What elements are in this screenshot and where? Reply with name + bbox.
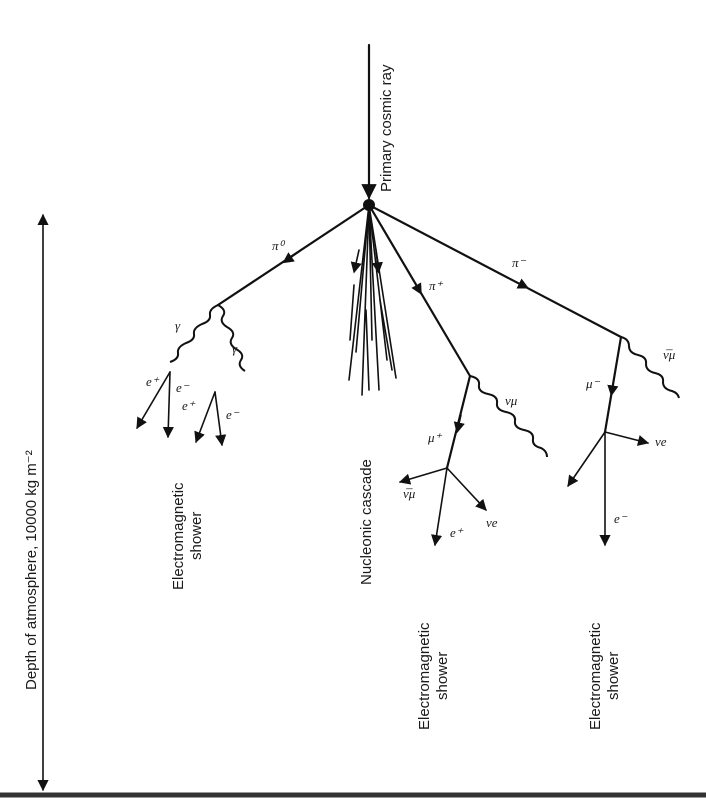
nu-mu-bar-symbol-right: ν̅μ (663, 347, 676, 362)
nu-mu-bar-track (398, 467, 448, 485)
left-eplus-track (136, 371, 171, 429)
pi-minus-symbol: π⁻ (512, 255, 527, 270)
nu-mu-symbol: νμ (505, 393, 518, 408)
gamma-right-wave (217, 304, 246, 372)
nucleonic-cascade-tracks (348, 204, 397, 396)
mu-plus-arrow (453, 414, 465, 434)
right-eminus-track (214, 391, 227, 447)
eplus-mid-symbol: e⁺ (450, 525, 464, 540)
em-shower-right-line2: shower (605, 652, 622, 700)
em-shower-left-line2: shower (188, 512, 205, 560)
nu-e-right-symbol: νe (655, 434, 667, 449)
nu-mu-bar-symbol: ν̅μ (403, 486, 416, 501)
pi-plus-arrow (410, 275, 422, 295)
mu-plus-track (445, 374, 472, 470)
mu-plus-symbol: μ⁺ (427, 430, 443, 445)
gamma-left-wave (169, 304, 219, 363)
gamma-left-symbol: γ (175, 318, 181, 333)
left-eplus-symbol: e⁺ (146, 374, 160, 389)
right-eplus-track (194, 391, 216, 444)
left-eminus-symbol: e⁻ (176, 380, 190, 395)
nucleonic-label: Nucleonic cascade (358, 459, 375, 585)
eminus-right-symbol: e⁻ (614, 511, 628, 526)
nu-e-bar-track (567, 431, 606, 487)
em-shower-mid-line1: Electromagnetic (416, 622, 433, 730)
pi-minus-track (367, 203, 623, 339)
nu-mu-wave (469, 375, 548, 458)
pi0-symbol: π⁰ (272, 238, 286, 253)
primary-label: Primary cosmic ray (378, 64, 395, 192)
mu-minus-arrow (607, 377, 619, 397)
pi-minus-arrow (509, 278, 530, 289)
gamma-right-symbol: γ (232, 341, 238, 356)
left-eminus-track (162, 371, 174, 439)
pi-plus-symbol: π⁺ (429, 278, 444, 293)
nu-e-track (446, 467, 487, 511)
right-eplus-symbol: e⁺ (182, 398, 196, 413)
em-shower-right-line1: Electromagnetic (587, 622, 604, 730)
mu-minus-symbol: μ⁻ (585, 376, 601, 391)
nu-e-symbol-mid: νe (486, 515, 498, 530)
pi0-arrow (282, 250, 301, 264)
nu-e-right-track (604, 431, 650, 446)
eplus-mid-track (431, 467, 448, 547)
nu-mu-bar-wave (620, 336, 680, 399)
em-shower-mid-line2: shower (434, 652, 451, 700)
em-shower-left-line1: Electromagnetic (170, 482, 187, 590)
right-eminus-symbol: e⁻ (226, 407, 240, 422)
depth-label: Depth of atmosphere, 10000 kg m⁻² (23, 450, 40, 690)
